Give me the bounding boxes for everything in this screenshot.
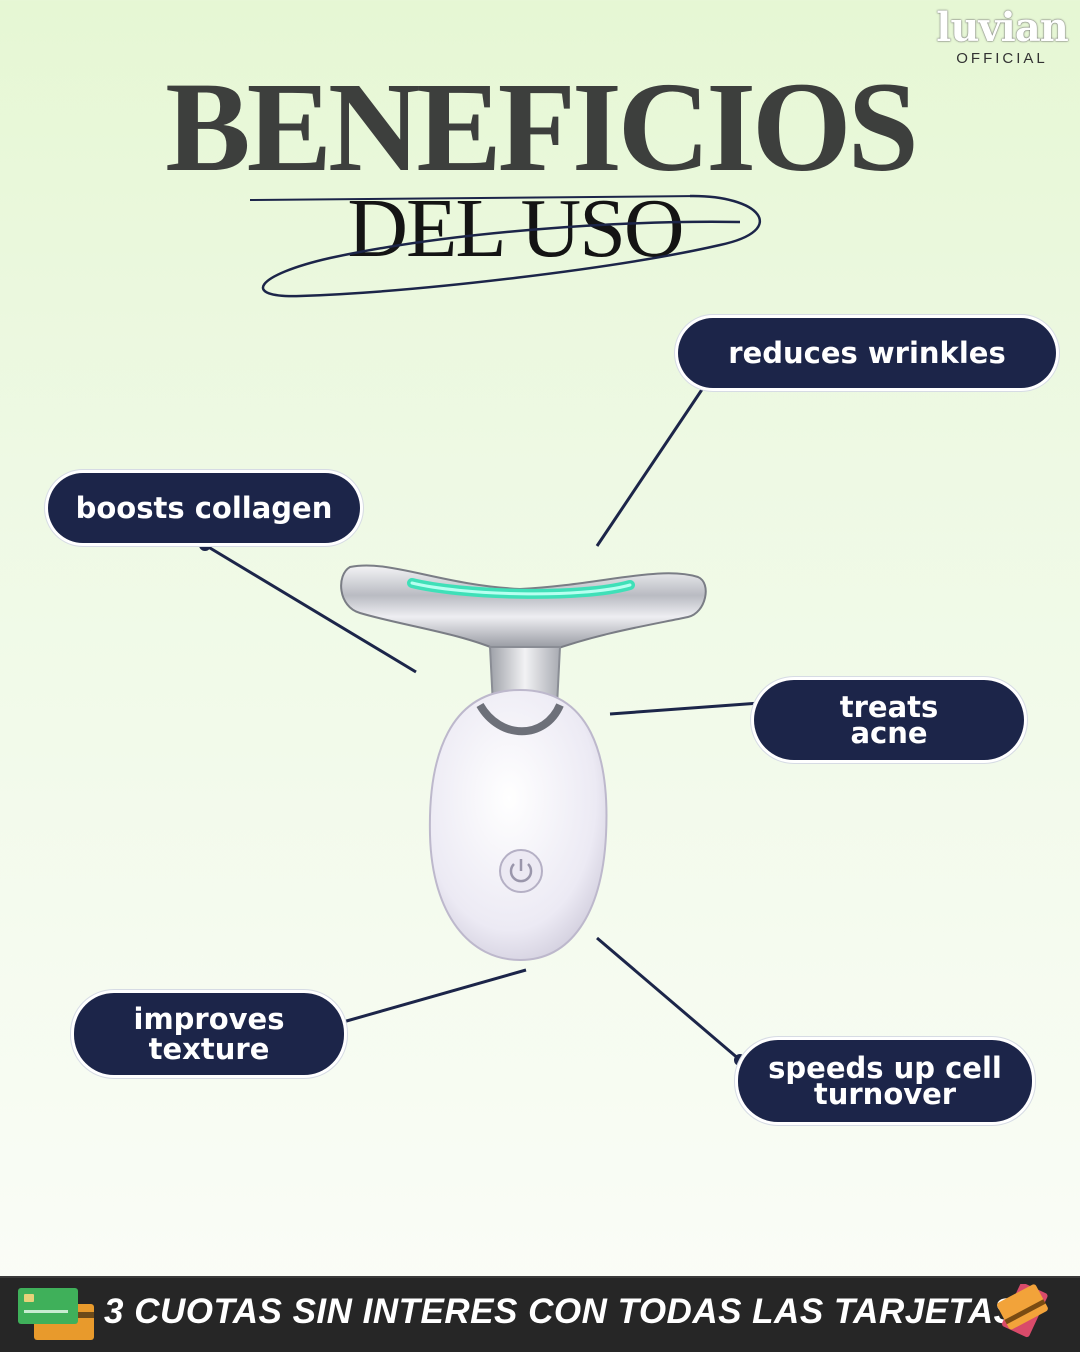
connector-collagen xyxy=(204,543,417,674)
connector-turnover xyxy=(596,936,741,1062)
page-title: BENEFICIOS xyxy=(165,56,919,198)
payment-text: 3 CUOTAS SIN INTERES CON TODAS LAS TARJE… xyxy=(104,1292,1018,1331)
cards-fan-icon xyxy=(997,1284,1048,1338)
benefit-label: boosts collagen xyxy=(75,491,333,525)
brand-name: luvian xyxy=(936,4,1069,51)
benefit-label: treats xyxy=(839,690,939,724)
power-icon xyxy=(499,849,543,893)
title-strike xyxy=(249,195,701,201)
benefit-reduces-wrinkles: reduces wrinkles xyxy=(678,318,1056,388)
brand-logo: luvian OFFICIAL xyxy=(932,4,1072,68)
brand-sub: OFFICIAL xyxy=(956,50,1048,67)
benefit-speeds-up-cell-turnover: speeds up cell turnover xyxy=(738,1040,1032,1122)
benefit-label: reduces wrinkles xyxy=(728,336,1006,370)
connector-acne xyxy=(609,701,761,716)
benefit-label: acne xyxy=(850,716,928,750)
device-image xyxy=(340,564,707,962)
benefit-label: texture xyxy=(148,1032,270,1066)
benefit-improves-texture: improves texture xyxy=(74,993,344,1075)
payment-banner: 3 CUOTAS SIN INTERES CON TODAS LAS TARJE… xyxy=(0,1276,1080,1352)
benefit-label: speeds up cell xyxy=(768,1051,1002,1085)
credit-card-icon xyxy=(18,1288,94,1340)
benefit-boosts-collagen: boosts collagen xyxy=(48,473,360,543)
benefit-treats-acne: treats acne xyxy=(754,680,1024,760)
benefit-label: improves xyxy=(133,1002,285,1036)
connector-wrinkles xyxy=(595,387,705,547)
connector-texture xyxy=(342,968,527,1024)
title-swoosh xyxy=(261,194,761,298)
benefit-label: turnover xyxy=(813,1077,957,1111)
